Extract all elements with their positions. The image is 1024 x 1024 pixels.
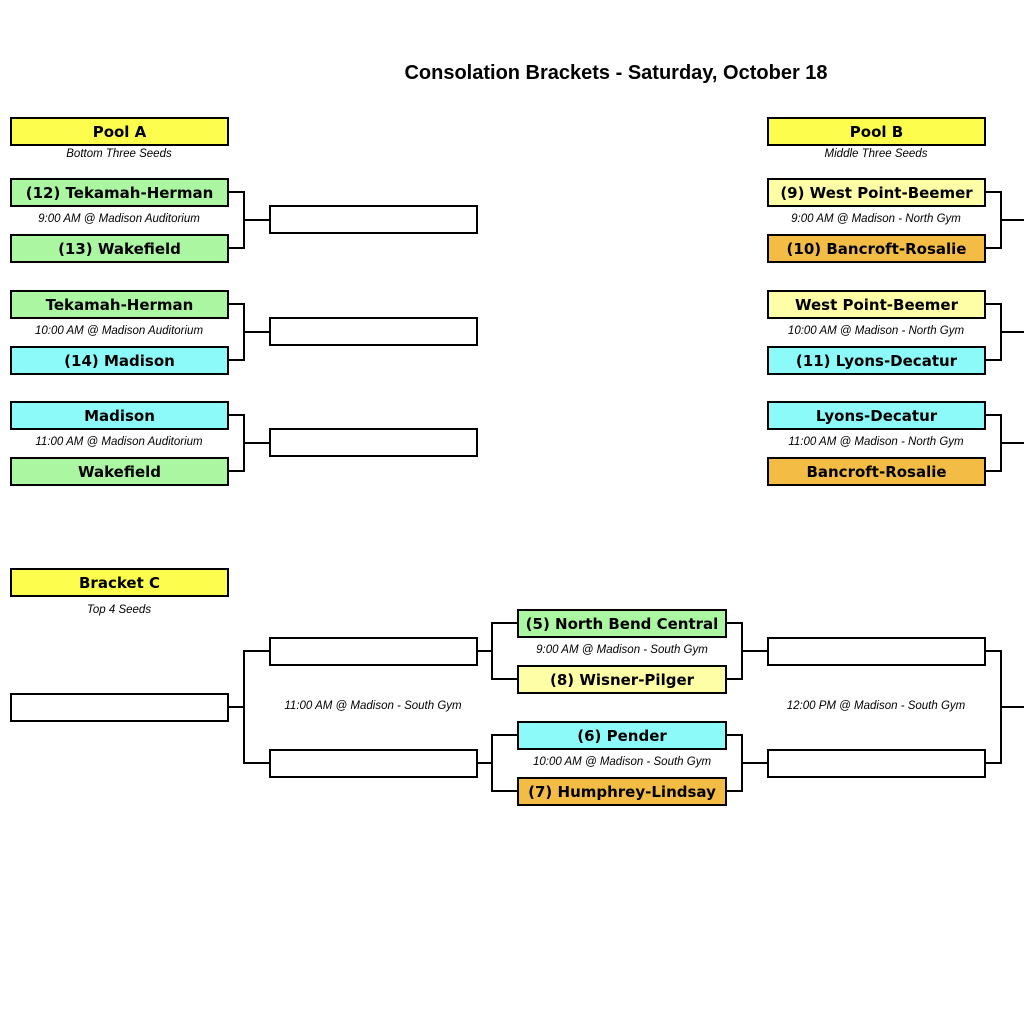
- pool-b-game-3-time: 11:00 AM @ Madison - North Gym: [788, 436, 964, 448]
- bracket-c-left-final-slot[interactable]: [10, 693, 229, 722]
- pool-a-game-2-team-2[interactable]: (14) Madison: [10, 346, 229, 375]
- pool-a-game-1-time: 9:00 AM @ Madison Auditorium: [38, 213, 200, 225]
- bracket-c-right-time: 12:00 PM @ Madison - South Gym: [786, 700, 966, 712]
- pool-b-game-1-team-2[interactable]: (10) Bancroft-Rosalie: [767, 234, 986, 263]
- pool-b-game-3-team-1[interactable]: Lyons-Decatur: [767, 401, 986, 430]
- pool-a-game-1-team-1[interactable]: (12) Tekamah-Herman: [10, 178, 229, 207]
- connector-line: [491, 622, 518, 680]
- bracket-c-left-slot-1[interactable]: [269, 637, 478, 666]
- pool-b-game-2-team-1[interactable]: West Point-Beemer: [767, 290, 986, 319]
- bracket-c-right-slot-1[interactable]: [767, 637, 986, 666]
- bracket-c-subtitle: Top 4 Seeds: [86, 604, 152, 616]
- connector-line: [243, 650, 270, 764]
- bracket-c-game-1-team-1[interactable]: (5) North Bend Central: [517, 609, 727, 638]
- page-title: Consolation Brackets - Saturday, October…: [404, 62, 828, 84]
- bracket-c-game-1-time: 9:00 AM @ Madison - South Gym: [536, 644, 708, 656]
- pool-a-game-3-team-1[interactable]: Madison: [10, 401, 229, 430]
- pool-b-game-2-time: 10:00 AM @ Madison - North Gym: [787, 325, 965, 337]
- connector-line: [228, 191, 245, 249]
- pool-b-game-1-time: 9:00 AM @ Madison - North Gym: [791, 213, 961, 225]
- connector-line: [491, 734, 518, 792]
- pool-a-game-3-winner-slot[interactable]: [269, 428, 478, 457]
- pool-a-game-2-time: 10:00 AM @ Madison Auditorium: [34, 325, 204, 337]
- pool-a-game-2-team-1[interactable]: Tekamah-Herman: [10, 290, 229, 319]
- connector-line: [726, 622, 743, 680]
- pool-a-game-3-time: 11:00 AM @ Madison Auditorium: [35, 436, 203, 448]
- pool-b-game-3-team-2[interactable]: Bancroft-Rosalie: [767, 457, 986, 486]
- connector-line: [228, 303, 245, 361]
- bracket-c-game-2-time: 10:00 AM @ Madison - South Gym: [532, 756, 712, 768]
- pool-a-game-2-winner-slot[interactable]: [269, 317, 478, 346]
- bracket-c-left-time: 11:00 AM @ Madison - South Gym: [284, 700, 462, 712]
- connector-line: [726, 734, 743, 792]
- bracket-c-right-slot-2[interactable]: [767, 749, 986, 778]
- connector-line: [985, 414, 1002, 472]
- pool-a-game-1-team-2[interactable]: (13) Wakefield: [10, 234, 229, 263]
- pool-a-game-1-winner-slot[interactable]: [269, 205, 478, 234]
- pool-b-game-1-team-1[interactable]: (9) West Point-Beemer: [767, 178, 986, 207]
- connector-line: [985, 303, 1002, 361]
- pool-b-subtitle: Middle Three Seeds: [824, 148, 928, 160]
- bracket-c-header: Bracket C: [10, 568, 229, 597]
- bracket-c-game-2-team-2[interactable]: (7) Humphrey-Lindsay: [517, 777, 727, 806]
- pool-a-subtitle: Bottom Three Seeds: [66, 148, 172, 160]
- bracket-c-game-1-team-2[interactable]: (8) Wisner-Pilger: [517, 665, 727, 694]
- pool-a-header: Pool A: [10, 117, 229, 146]
- bracket-c-left-slot-2[interactable]: [269, 749, 478, 778]
- connector-line: [985, 191, 1002, 249]
- pool-b-game-2-team-2[interactable]: (11) Lyons-Decatur: [767, 346, 986, 375]
- pool-a-game-3-team-2[interactable]: Wakefield: [10, 457, 229, 486]
- bracket-c-game-2-team-1[interactable]: (6) Pender: [517, 721, 727, 750]
- connector-line: [228, 414, 245, 472]
- connector-line: [985, 650, 1002, 764]
- pool-b-header: Pool B: [767, 117, 986, 146]
